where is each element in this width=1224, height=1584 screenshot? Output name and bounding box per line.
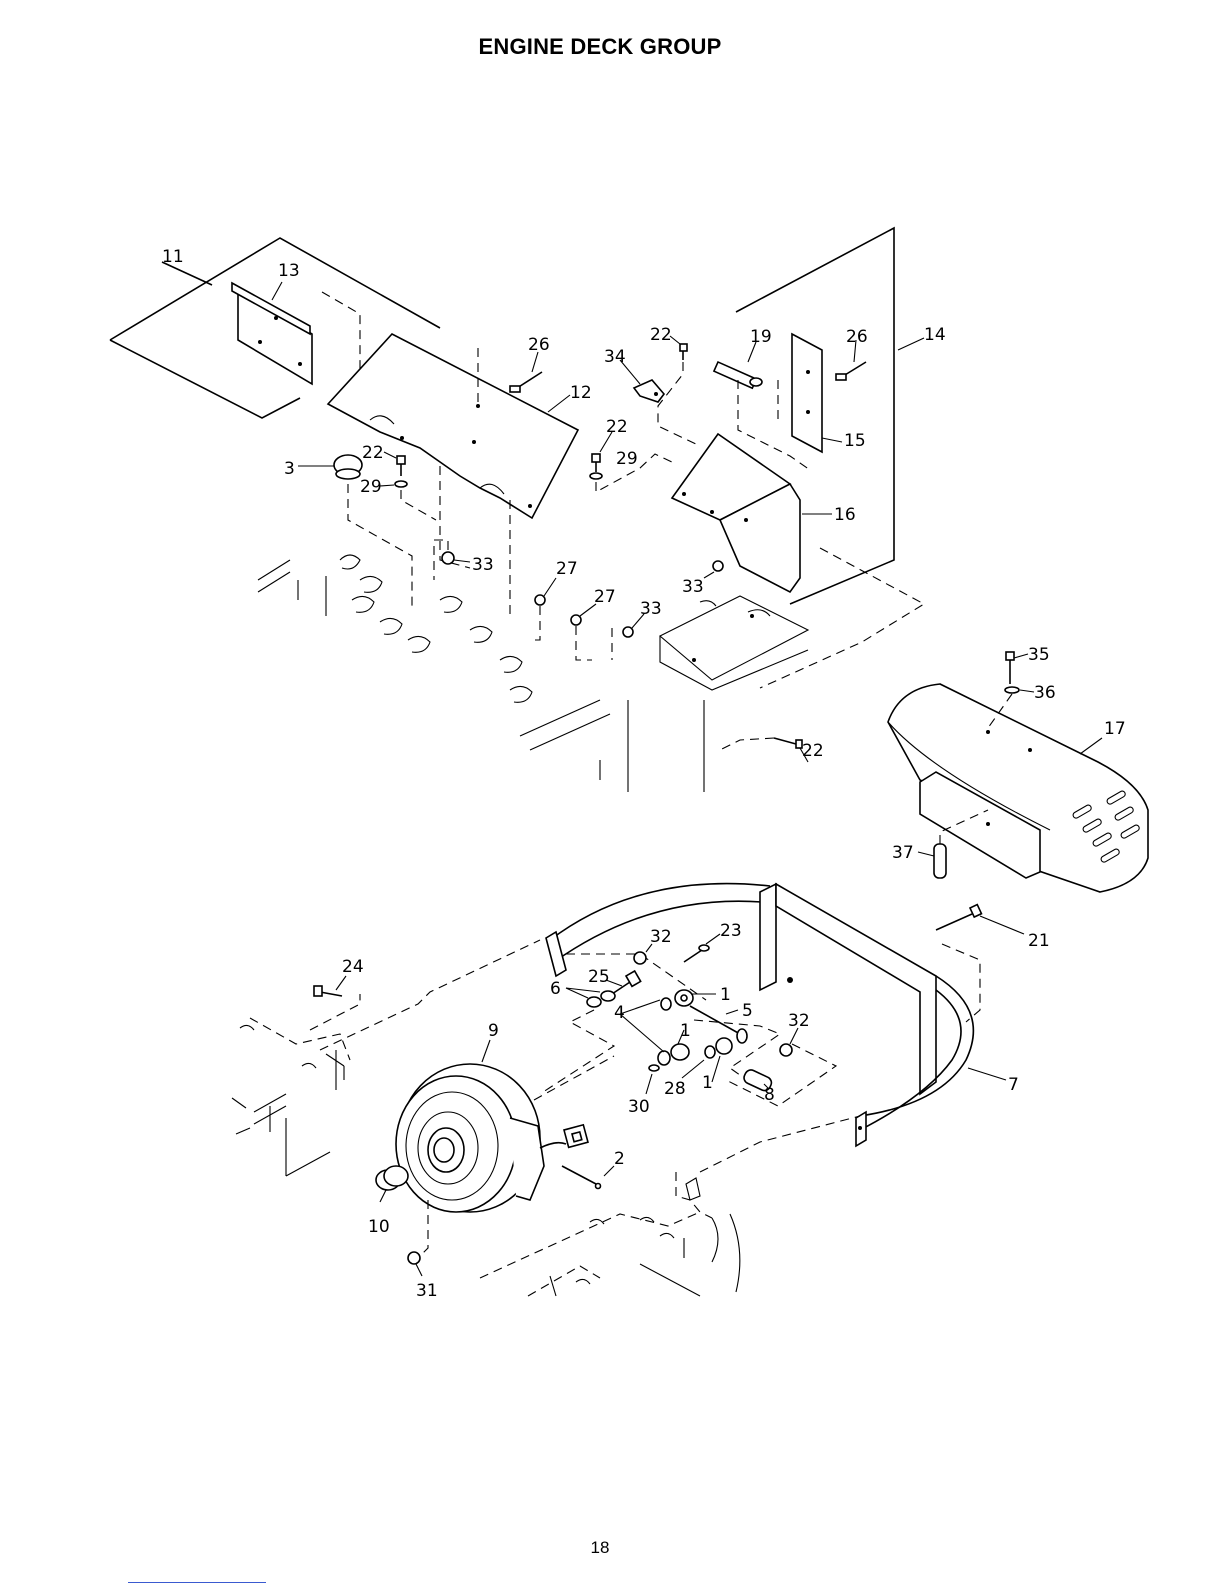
callout-1: 1 <box>702 1073 713 1093</box>
callout-8: 8 <box>764 1085 775 1105</box>
callout-2: 2 <box>614 1149 625 1169</box>
callout-12: 12 <box>570 383 592 403</box>
callout-32: 32 <box>788 1011 810 1031</box>
callout-26: 26 <box>846 327 868 347</box>
callout-36: 36 <box>1034 683 1056 703</box>
knob-3 <box>298 455 362 479</box>
callout-26: 26 <box>528 335 550 355</box>
callout-33: 33 <box>640 599 662 619</box>
screw-22-lower <box>720 738 808 762</box>
lower-frame-left <box>232 1025 344 1176</box>
callout-35: 35 <box>1028 645 1050 665</box>
callout-14: 14 <box>924 325 946 345</box>
callout-33: 33 <box>472 555 494 575</box>
nut-32-top <box>634 944 652 964</box>
callout-30: 30 <box>628 1097 650 1117</box>
bracket-13 <box>232 282 312 384</box>
callout-21: 21 <box>1028 931 1050 951</box>
callout-17: 17 <box>1104 719 1126 739</box>
callout-27: 27 <box>556 559 578 579</box>
clip-34 <box>620 360 664 402</box>
callout-7: 7 <box>1008 1075 1019 1095</box>
page-number: 18 <box>0 1538 1200 1558</box>
bolt-21 <box>936 905 1024 934</box>
callout-22: 22 <box>802 741 824 761</box>
callout-10: 10 <box>368 1217 390 1237</box>
plate-15 <box>792 334 842 452</box>
callout-11: 11 <box>162 247 184 267</box>
callout-25: 25 <box>588 967 610 987</box>
callout-22: 22 <box>650 325 672 345</box>
nut-33-a <box>434 540 470 580</box>
callout-22: 22 <box>606 417 628 437</box>
callout-4: 4 <box>614 1003 625 1023</box>
engine-cover-17 <box>888 684 1148 892</box>
callout-19: 19 <box>750 327 772 347</box>
clutch-pulley-9 <box>396 1040 588 1212</box>
screw-2 <box>562 1166 614 1189</box>
bolt-24 <box>314 976 346 996</box>
callout-27: 27 <box>594 587 616 607</box>
callout-29: 29 <box>616 449 638 469</box>
callout-24: 24 <box>342 957 364 977</box>
nut-32-right <box>780 1028 798 1056</box>
engine-shadow <box>258 555 704 792</box>
callout-37: 37 <box>892 843 914 863</box>
callout-28: 28 <box>664 1079 686 1099</box>
nut-33-b <box>612 614 644 660</box>
callout-32: 32 <box>650 927 672 947</box>
callout-6: 6 <box>550 979 561 999</box>
screw-22-centre <box>590 432 612 479</box>
callout-5: 5 <box>742 1001 753 1021</box>
screw-23 <box>684 934 720 962</box>
nut-33-c <box>704 561 723 578</box>
callout-34: 34 <box>604 347 626 367</box>
callout-3: 3 <box>284 459 295 479</box>
nut-27-a <box>532 578 556 640</box>
callout-1: 1 <box>680 1021 691 1041</box>
callout-29: 29 <box>360 477 382 497</box>
nut-27-b <box>571 604 596 660</box>
bracket-16 <box>672 434 832 592</box>
washer-29-left <box>380 481 407 487</box>
callout-22: 22 <box>362 443 384 463</box>
callout-15: 15 <box>844 431 866 451</box>
callout-9: 9 <box>488 1021 499 1041</box>
callout-31: 31 <box>416 1281 438 1301</box>
screw-22-top <box>670 336 687 360</box>
nut-31 <box>408 1200 428 1276</box>
screw-35 <box>1006 652 1028 684</box>
bushing-10 <box>376 1166 408 1202</box>
bolt-25 <box>606 971 641 994</box>
screw-22-left <box>384 452 405 476</box>
pin-26-left <box>510 352 542 392</box>
washers-6 <box>566 988 615 1007</box>
callout-1: 1 <box>720 985 731 1005</box>
callout-23: 23 <box>720 921 742 941</box>
callout-13: 13 <box>278 261 300 281</box>
callout-16: 16 <box>834 505 856 525</box>
callout-33: 33 <box>682 577 704 597</box>
footer-rule <box>128 1582 266 1583</box>
